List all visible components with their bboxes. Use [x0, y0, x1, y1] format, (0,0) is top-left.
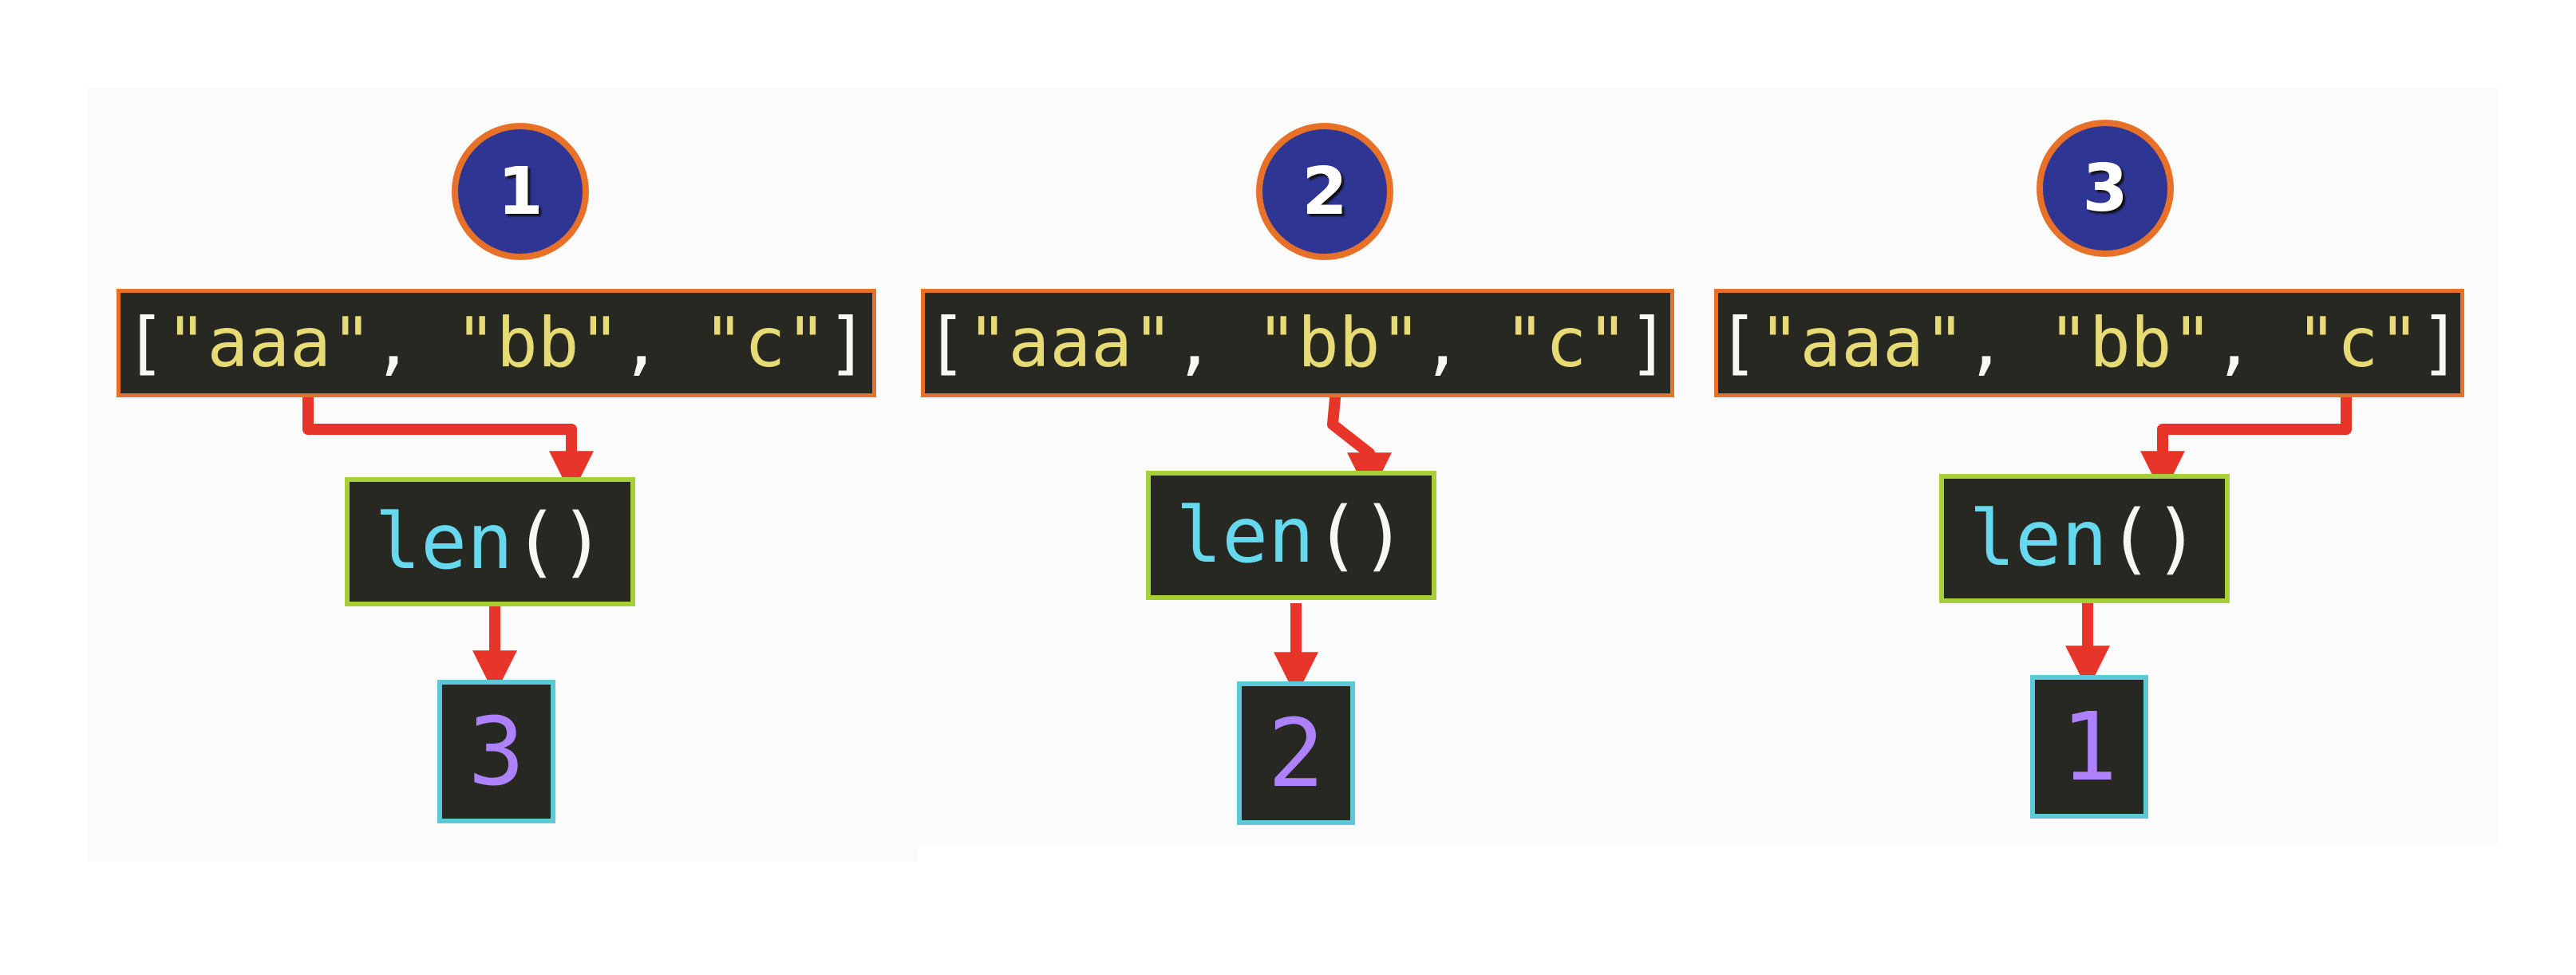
list-close-bracket: ]	[2420, 303, 2462, 383]
list-open-bracket: [	[124, 303, 166, 383]
len-function-2: len()	[1146, 471, 1436, 600]
list-item-aaa: "aaa"	[1758, 303, 1966, 383]
list-separator: ,	[1965, 303, 2049, 383]
list-item-c: "c"	[2295, 303, 2420, 383]
list-item-aaa: "aaa"	[165, 303, 373, 383]
result-box-1: 3	[437, 680, 555, 823]
list-item-bb: "bb"	[1256, 303, 1422, 383]
list-close-bracket: ]	[1628, 303, 1670, 383]
list-separator: ,	[1421, 303, 1504, 383]
list-item-bb: "bb"	[2048, 303, 2214, 383]
step-number: 3	[2082, 150, 2128, 227]
result-box-3: 1	[2030, 675, 2148, 819]
function-name: len	[374, 497, 513, 586]
list-item-c: "c"	[702, 303, 828, 383]
list-open-bracket: [	[925, 303, 967, 383]
function-parens: ()	[512, 497, 606, 586]
list-literal-1: ["aaa", "bb", "c"]	[117, 289, 876, 397]
step-number: 1	[497, 153, 543, 230]
result-value: 3	[468, 697, 525, 807]
result-box-2: 2	[1237, 681, 1355, 825]
list-open-bracket: [	[1717, 303, 1759, 383]
list-separator: ,	[372, 303, 456, 383]
len-function-3: len()	[1939, 474, 2230, 603]
result-value: 2	[1267, 698, 1325, 808]
list-separator: ,	[2213, 303, 2296, 383]
list-item-bb: "bb"	[455, 303, 621, 383]
list-separator: ,	[1173, 303, 1257, 383]
list-close-bracket: ]	[827, 303, 869, 383]
step-badge-2: 2	[1256, 123, 1393, 260]
function-parens: ()	[1314, 491, 1407, 580]
len-function-1: len()	[345, 477, 635, 606]
function-name: len	[1175, 491, 1314, 580]
step-number: 2	[1302, 153, 1348, 230]
list-literal-2: ["aaa", "bb", "c"]	[921, 289, 1674, 397]
list-item-c: "c"	[1503, 303, 1629, 383]
list-separator: ,	[620, 303, 703, 383]
list-item-aaa: "aaa"	[966, 303, 1174, 383]
step-badge-3: 3	[2037, 120, 2174, 257]
list-literal-3: ["aaa", "bb", "c"]	[1714, 289, 2464, 397]
step-badge-1: 1	[452, 123, 589, 260]
result-value: 1	[2060, 692, 2118, 802]
function-name: len	[1969, 494, 2108, 583]
function-parens: ()	[2107, 494, 2200, 583]
